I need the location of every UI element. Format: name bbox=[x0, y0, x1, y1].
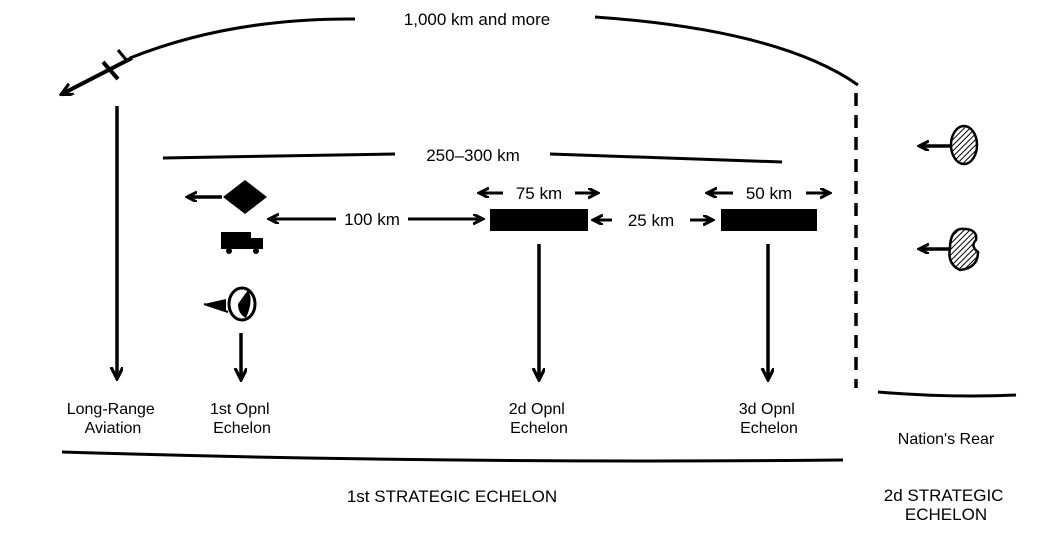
second-opnl-echelon-label: 2d Opnl Echelon bbox=[509, 401, 570, 437]
rear-reserve-icon-top bbox=[920, 124, 979, 166]
distance-25km-label: 25 km bbox=[628, 211, 674, 230]
headquarters-diamond-icon bbox=[188, 180, 267, 214]
total-range-arc-left bbox=[129, 17, 356, 60]
third-echelon-block bbox=[721, 209, 817, 231]
nations-rear-label: Nation's Rear bbox=[898, 431, 995, 448]
total-range-arc-right bbox=[594, 15, 859, 87]
label-knockout bbox=[400, 9, 554, 30]
distance-75km-label: 75 km bbox=[516, 184, 562, 203]
radar-icon bbox=[203, 286, 257, 322]
first-strategic-bracket bbox=[61, 450, 844, 463]
truck-icon bbox=[221, 232, 263, 254]
third-opnl-echelon-label: 3d Opnl Echelon bbox=[739, 401, 800, 437]
second-echelon-block bbox=[490, 209, 588, 231]
distance-100km-label: 100 km bbox=[344, 210, 400, 229]
first-opnl-echelon-label: 1st Opnl Echelon bbox=[210, 401, 274, 437]
operational-depth-line-left bbox=[162, 152, 396, 160]
first-strategic-echelon-label: 1st STRATEGIC ECHELON bbox=[347, 487, 557, 506]
label-knockout bbox=[742, 183, 796, 204]
nations-rear-bracket bbox=[877, 390, 1017, 398]
rear-reserve-icon-bottom bbox=[920, 227, 980, 272]
label-knockout bbox=[423, 145, 523, 166]
operational-depth-line-right bbox=[549, 152, 783, 164]
label-knockout bbox=[512, 183, 566, 204]
label-knockout bbox=[341, 209, 403, 230]
aircraft-icon bbox=[62, 49, 133, 94]
operational-depth-label: 250–300 km bbox=[426, 146, 520, 165]
long-range-aviation-label: Long-Range Aviation bbox=[67, 401, 160, 437]
second-strategic-echelon-label: 2d STRATEGIC ECHELON bbox=[884, 486, 1008, 524]
total-range-label: 1,000 km and more bbox=[404, 10, 550, 29]
label-knockout bbox=[624, 210, 678, 231]
distance-50km-label: 50 km bbox=[746, 184, 792, 203]
